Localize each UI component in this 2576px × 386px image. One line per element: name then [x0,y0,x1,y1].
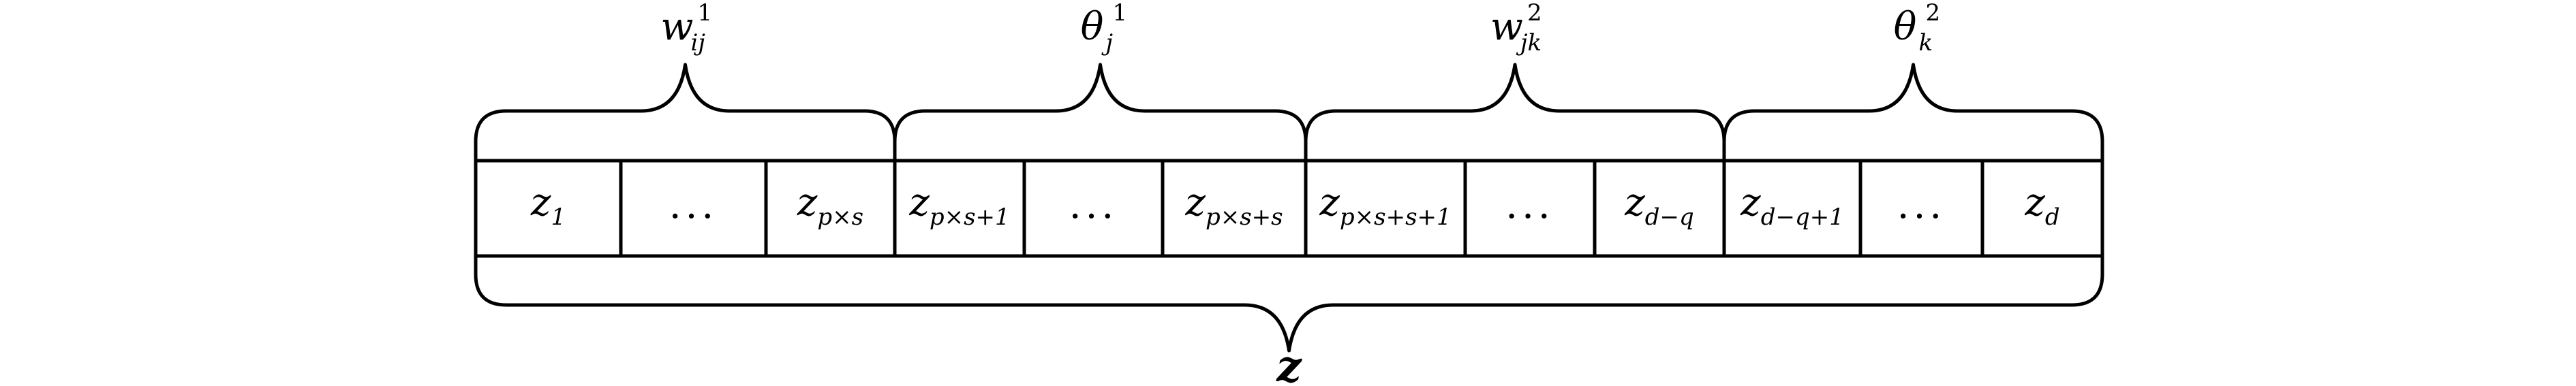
group-symbol: w [661,5,694,49]
group-subscript: jk [1516,29,1542,57]
cell-box [1161,159,1308,258]
brace-curve [1722,63,2104,163]
group-symbol: w [1490,5,1523,49]
brace-curve [474,63,897,163]
group-symbol: θ [1081,5,1104,49]
vector-cell: ... [1858,159,1984,258]
vector-cell: zp×s [764,159,897,258]
cell-subscript: p×s+s [1206,204,1283,231]
cell-box [1022,159,1165,258]
total-label: z [1276,341,1302,386]
cell-variable: z [1740,180,1761,225]
brace-curve [893,63,1308,163]
cell-subscript: p×s+1 [930,204,1010,231]
total-brace: z [474,254,2104,386]
cell-label: zp×s+s [1184,180,1283,231]
vector-cell: ... [619,159,768,258]
vector-cell: z1 [474,159,623,258]
cell-subscript: d−q [1645,204,1694,231]
cell-subscript: 1 [551,204,566,231]
cell-label: zd [2024,180,2059,231]
vector-cell: zd−q [1593,159,1726,258]
group-superscript: 1 [1113,0,1128,27]
vector-cell: zd−q+1 [1722,159,1862,258]
cell-subscript: p×s [817,204,863,231]
ellipsis-label: ... [669,183,718,227]
cell-label: zd−q [1624,180,1694,231]
vector-cell: zp×s+s [1161,159,1308,258]
cell-label: zp×s [797,180,863,231]
vector-cell: ... [1463,159,1597,258]
cell-box [474,159,623,258]
cell-subscript: d [2045,204,2060,231]
cell-label: zp×s+1 [908,180,1009,231]
cell-subscript: d−q+1 [1761,204,1844,231]
cell-box [764,159,897,258]
group-subscript: k [1919,29,1933,57]
group-superscript: 2 [1926,0,1941,27]
group-symbol: θ [1894,5,1917,49]
cell-box [1463,159,1597,258]
cell-variable: z [797,180,818,225]
vector-cell: zp×s+1 [893,159,1026,258]
cell-variable: z [908,180,930,225]
cell-box [893,159,1026,258]
group-superscript: 2 [1527,0,1542,27]
cell-label: zd−q+1 [1740,180,1844,231]
vector-cell: zd [1980,159,2104,258]
cell-variable: z [530,180,551,225]
cell-variable: z [2024,180,2045,225]
total-brace-curve [474,254,2104,353]
cell-box [1593,159,1726,258]
cell-label: z1 [530,180,566,231]
cell-variable: z [1624,180,1645,225]
group-subscript: ij [691,29,706,57]
ellipsis-label: ... [1897,183,1946,227]
ellipsis-label: ... [1069,183,1118,227]
brace-curve [1304,63,1726,163]
cell-subscript: p×s+s+1 [1340,204,1452,231]
ellipsis-label: ... [1505,183,1554,227]
cell-box [1980,159,2104,258]
group-superscript: 1 [698,0,713,27]
vector-cell: zp×s+s+1 [1304,159,1467,258]
vector-cell: ... [1022,159,1165,258]
cell-variable: z [1319,180,1340,225]
cell-variable: z [1184,180,1206,225]
cell-label: zp×s+s+1 [1319,180,1451,231]
